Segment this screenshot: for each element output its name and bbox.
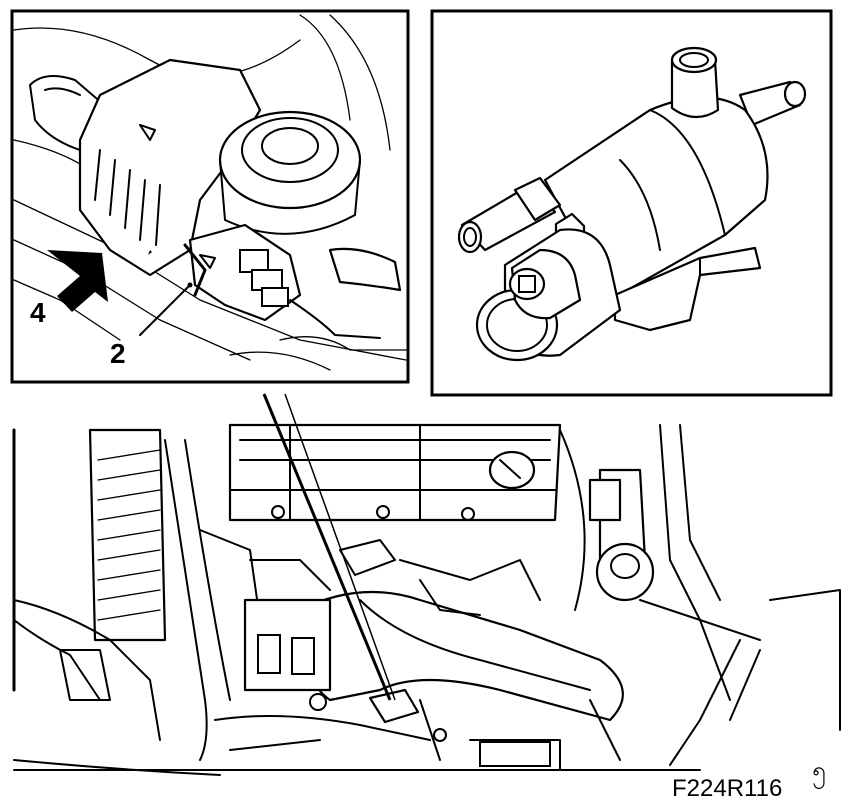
electrical-connector bbox=[183, 223, 381, 339]
figure-code: F224R116 bbox=[672, 775, 782, 802]
overview-connector bbox=[368, 688, 420, 724]
connector-detail-panel: 4 2 bbox=[10, 9, 410, 384]
arrow-4-icon bbox=[47, 250, 108, 312]
corner-mark: ၅ bbox=[812, 757, 826, 789]
engine-bay-overview bbox=[12, 423, 841, 776]
radiator-fins bbox=[97, 449, 161, 621]
connector-detail-drawing bbox=[13, 14, 407, 371]
callout-label-2: 2 bbox=[110, 338, 126, 369]
callout-label-4: 4 bbox=[30, 297, 46, 328]
valve-drawing bbox=[457, 46, 807, 362]
callout-2-leader bbox=[139, 284, 191, 336]
valve-detail-panel bbox=[430, 9, 833, 397]
detail-leader-line bbox=[262, 393, 392, 701]
